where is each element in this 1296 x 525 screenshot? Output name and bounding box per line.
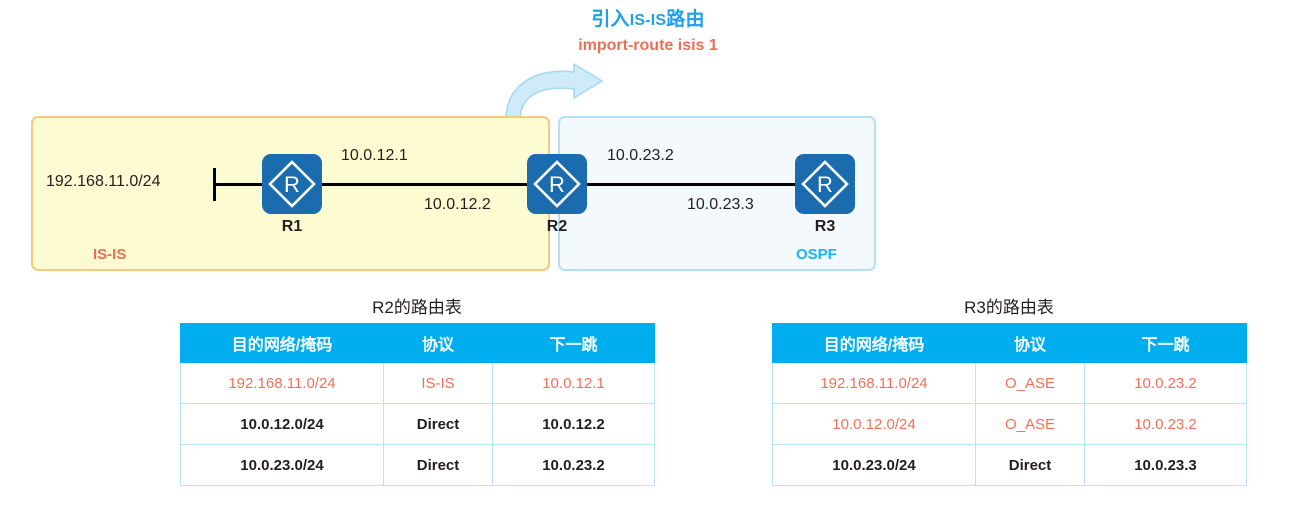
- annotation-title-cn-suffix: 路由: [666, 9, 705, 30]
- cell-nexthop: 10.0.23.2: [492, 444, 655, 486]
- annotation-title-cn: 引入IS-IS路由: [0, 8, 1296, 33]
- cell-protocol: IS-IS: [383, 362, 493, 404]
- column-header-protocol: 协议: [383, 323, 493, 363]
- curved-arrow-right-icon: [498, 62, 628, 122]
- cell-nexthop: 10.0.23.3: [1084, 444, 1247, 486]
- column-header-protocol: 协议: [975, 323, 1085, 363]
- column-header-destination: 目的网络/掩码: [772, 323, 976, 363]
- ip-label-r2-r3-above: 10.0.23.2: [607, 147, 674, 164]
- cell-nexthop: 10.0.12.2: [492, 403, 655, 445]
- router-r3[interactable]: R: [795, 154, 855, 214]
- cell-destination: 192.168.11.0/24: [772, 362, 976, 404]
- cell-protocol: Direct: [383, 403, 493, 445]
- ip-label-r1-r2-below: 10.0.12.2: [424, 196, 491, 213]
- link-r2-r3: [585, 183, 797, 186]
- table-header-row: 目的网络/掩码 协议 下一跳: [180, 323, 655, 363]
- ip-label-lan: 192.168.11.0/24: [46, 173, 161, 190]
- cell-nexthop: 10.0.23.2: [1084, 362, 1247, 404]
- router-r1-label: R1: [281, 218, 303, 235]
- cell-protocol: O_ASE: [975, 403, 1085, 445]
- zone-ospf-label: OSPF: [796, 246, 837, 263]
- table-header-row: 目的网络/掩码 协议 下一跳: [772, 323, 1247, 363]
- ip-label-r2-r3-below: 10.0.23.3: [687, 196, 754, 213]
- column-header-nexthop: 下一跳: [1084, 323, 1247, 363]
- router-r3-label: R3: [814, 218, 836, 235]
- cell-destination: 192.168.11.0/24: [180, 362, 384, 404]
- svg-text:R: R: [817, 172, 833, 197]
- cell-protocol: O_ASE: [975, 362, 1085, 404]
- cell-protocol: Direct: [975, 444, 1085, 486]
- annotation-title-block: 引入IS-IS路由 import-route isis 1: [0, 8, 1296, 57]
- router-r1[interactable]: R: [262, 154, 322, 214]
- ip-label-r1-r2-above: 10.0.12.1: [341, 147, 408, 164]
- annotation-title-cn-latin: IS-IS: [629, 12, 667, 29]
- column-header-nexthop: 下一跳: [492, 323, 655, 363]
- link-lan-r1: [213, 183, 265, 186]
- cell-destination: 10.0.12.0/24: [180, 403, 384, 445]
- cell-destination: 10.0.12.0/24: [772, 403, 976, 445]
- annotation-title-cn-prefix: 引入: [591, 9, 630, 30]
- link-r1-r2: [320, 183, 530, 186]
- svg-text:R: R: [284, 172, 300, 197]
- svg-text:R: R: [549, 172, 565, 197]
- router-r2[interactable]: R: [527, 154, 587, 214]
- r2-route-table-title: R2的路由表: [372, 298, 462, 317]
- annotation-command: import-route isis 1: [578, 37, 718, 54]
- r3-route-table-title: R3的路由表: [964, 298, 1054, 317]
- router-r2-label: R2: [546, 218, 568, 235]
- cell-nexthop: 10.0.23.2: [1084, 403, 1247, 445]
- column-header-destination: 目的网络/掩码: [180, 323, 384, 363]
- zone-isis-label: IS-IS: [93, 246, 127, 263]
- cell-destination: 10.0.23.0/24: [772, 444, 976, 486]
- cell-protocol: Direct: [383, 444, 493, 486]
- cell-nexthop: 10.0.12.1: [492, 362, 655, 404]
- cell-destination: 10.0.23.0/24: [180, 444, 384, 486]
